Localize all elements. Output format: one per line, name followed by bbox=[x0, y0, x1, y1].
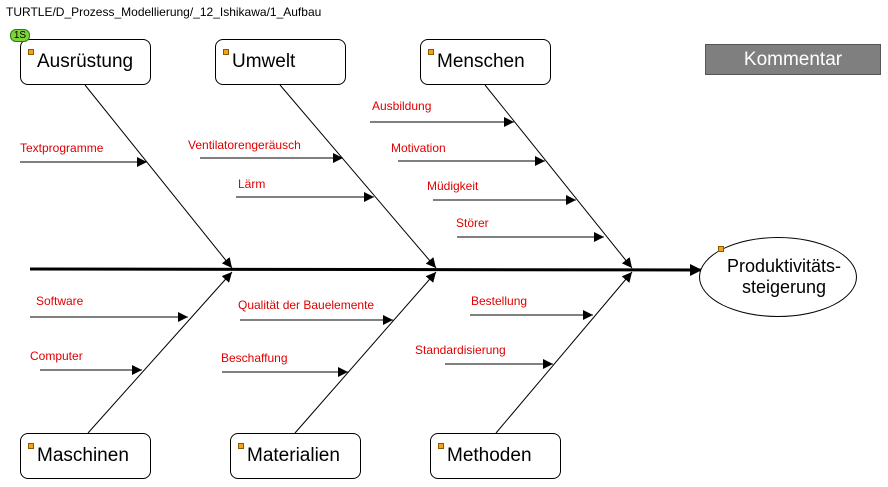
cause-label-textprogramme[interactable]: Textprogramme bbox=[20, 141, 104, 155]
category-label: Methoden bbox=[447, 445, 532, 466]
element-marker-icon bbox=[238, 443, 244, 449]
cause-label-software[interactable]: Software bbox=[36, 294, 84, 308]
cause-label-computer[interactable]: Computer bbox=[30, 349, 83, 363]
cause-label-bestellung[interactable]: Bestellung bbox=[471, 294, 528, 308]
category-box-ausruestung[interactable]: Ausrüstung bbox=[20, 39, 151, 85]
cause-label-standardisierung[interactable]: Standardisierung bbox=[415, 343, 506, 357]
element-marker-icon bbox=[28, 49, 34, 55]
category-box-menschen[interactable]: Menschen bbox=[420, 39, 551, 85]
effect-ellipse[interactable]: Produktivitäts- steigerung bbox=[699, 237, 857, 317]
category-label: Umwelt bbox=[232, 51, 296, 72]
bone-ausruestung bbox=[84, 84, 233, 269]
bone-umwelt bbox=[279, 84, 437, 269]
element-marker-icon bbox=[428, 49, 434, 55]
cause-label-motivation[interactable]: Motivation bbox=[391, 141, 446, 155]
element-marker-icon bbox=[28, 443, 34, 449]
category-label: Maschinen bbox=[37, 445, 129, 466]
category-box-methoden[interactable]: Methoden bbox=[430, 433, 561, 479]
cause-label-stoerer[interactable]: Störer bbox=[456, 216, 489, 230]
effect-label: Produktivitäts- steigerung bbox=[726, 256, 842, 297]
comment-button[interactable]: Kommentar bbox=[705, 44, 881, 75]
bone-materialien bbox=[294, 271, 437, 434]
cause-label-qualitaet[interactable]: Qualität der Bauelemente bbox=[238, 298, 375, 312]
element-marker-icon bbox=[718, 246, 724, 252]
category-label: Ausrüstung bbox=[37, 51, 134, 72]
category-box-materialien[interactable]: Materialien bbox=[230, 433, 361, 479]
element-marker-icon bbox=[223, 49, 229, 55]
bone-menschen bbox=[484, 84, 633, 269]
bone-maschinen bbox=[87, 271, 233, 434]
breadcrumb-path: TURTLE/D_Prozess_Modellierung/_12_Ishika… bbox=[6, 5, 322, 19]
cause-label-ventilatorengeraeusch[interactable]: Ventilatorengeräusch bbox=[188, 138, 301, 152]
category-label: Menschen bbox=[437, 51, 525, 72]
spine-arrow bbox=[29, 263, 703, 276]
category-label: Materialien bbox=[247, 445, 340, 466]
badge-1s: 1S bbox=[10, 29, 30, 42]
category-box-maschinen[interactable]: Maschinen bbox=[20, 433, 151, 479]
cause-label-ausbildung[interactable]: Ausbildung bbox=[372, 99, 432, 113]
bone-methoden bbox=[495, 271, 633, 434]
cause-label-beschaffung[interactable]: Beschaffung bbox=[221, 351, 288, 365]
element-marker-icon bbox=[438, 443, 444, 449]
cause-label-laerm[interactable]: Lärm bbox=[238, 177, 266, 191]
cause-label-muedigkeit[interactable]: Müdigkeit bbox=[427, 179, 479, 193]
category-box-umwelt[interactable]: Umwelt bbox=[215, 39, 346, 85]
